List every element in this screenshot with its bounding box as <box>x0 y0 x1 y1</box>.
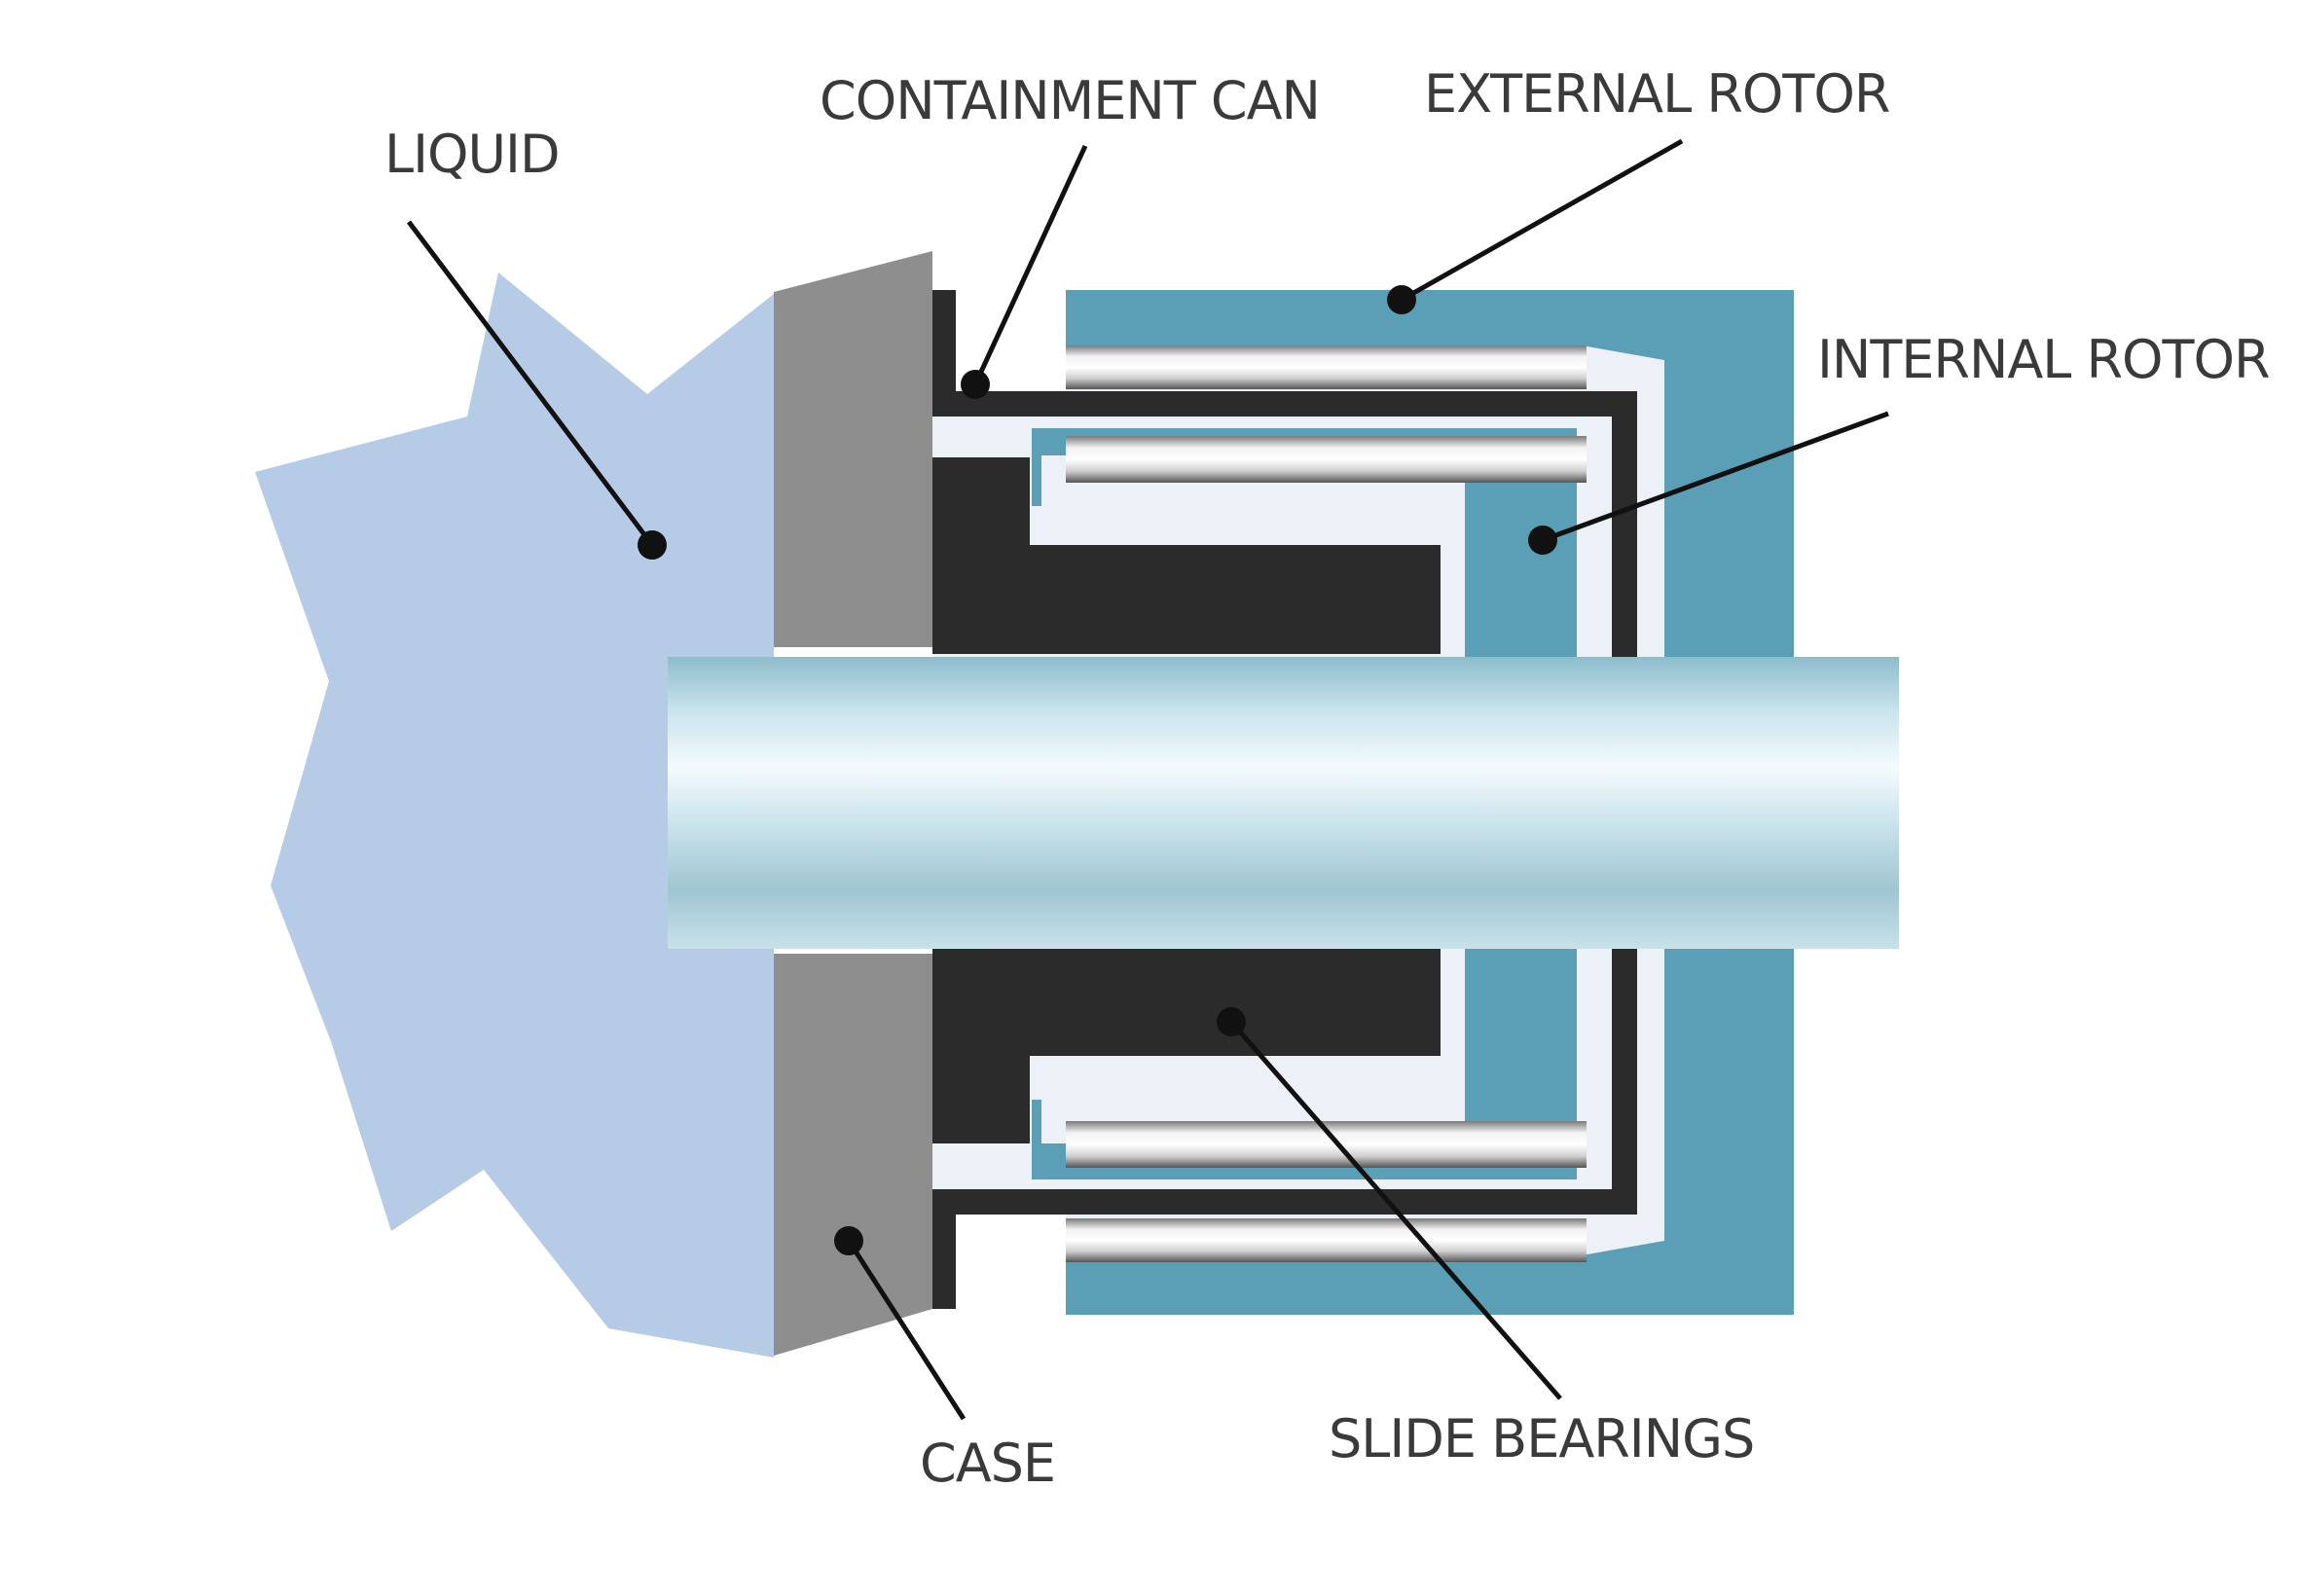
dot-internal-rotor <box>1528 526 1557 555</box>
dot-liquid <box>638 530 667 560</box>
slide-bearing-lower <box>932 949 1441 1143</box>
leader-dots <box>638 285 1557 1255</box>
label-liquid: LIQUID <box>384 124 560 185</box>
leader-slide-bearings <box>1229 1020 1562 1400</box>
label-containment-can: CONTAINMENT CAN <box>820 70 1320 131</box>
dot-external-rotor <box>1387 285 1416 314</box>
dot-case <box>834 1226 863 1255</box>
leader-internal-rotor <box>1542 411 1889 543</box>
leader-external-rotor <box>1400 138 1684 303</box>
case-upper <box>774 251 932 647</box>
label-case: CASE <box>920 1433 1055 1494</box>
internal-magnet-upper <box>1066 436 1587 483</box>
label-slide-bearings: SLIDE BEARINGS <box>1329 1408 1754 1469</box>
dot-slide-bearings <box>1217 1007 1246 1036</box>
shaft <box>668 657 1899 949</box>
leader-containment-can <box>972 144 1088 386</box>
external-magnet-lower <box>1066 1218 1587 1262</box>
external-magnet-upper <box>1066 345 1587 389</box>
case-lower <box>774 954 932 1356</box>
label-external-rotor: EXTERNAL ROTOR <box>1424 63 1889 125</box>
slide-bearing-upper <box>932 457 1441 654</box>
dot-containment-can <box>961 370 990 399</box>
leader-liquid <box>407 220 654 547</box>
leader-lines <box>407 138 1889 1421</box>
containment-can-shell <box>932 290 1637 1309</box>
label-internal-rotor: INTERNAL ROTOR <box>1817 329 2270 390</box>
leader-case <box>846 1239 967 1421</box>
